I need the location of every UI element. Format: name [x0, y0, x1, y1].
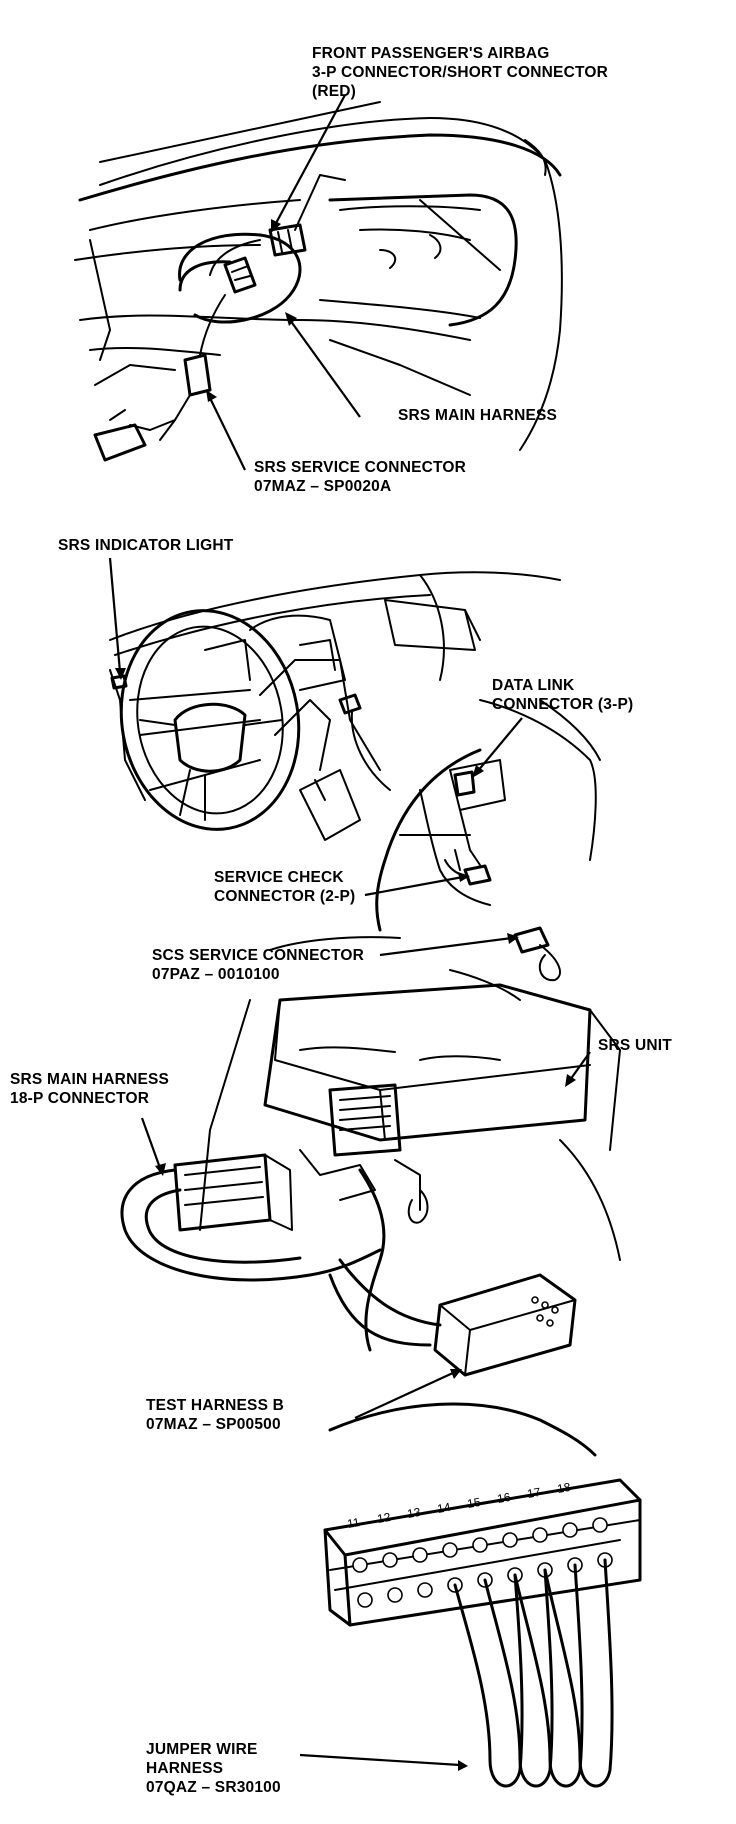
label-test-harness-b: TEST HARNESS B 07MAZ – SP00500 — [146, 1397, 285, 1433]
label-srs-service-connector: SRS SERVICE CONNECTOR 07MAZ – SP0020A — [254, 459, 467, 495]
pin-number: 18 — [556, 1480, 572, 1496]
header-pins — [352, 1517, 613, 1608]
pin-number: 17 — [526, 1485, 542, 1501]
pin-number: 13 — [406, 1505, 422, 1521]
label-srs-indicator-light: SRS INDICATOR LIGHT — [58, 537, 234, 554]
label-srs-main-harness-18p: SRS MAIN HARNESS 18-P CONNECTOR — [10, 1071, 170, 1107]
pin-number-row: 11 12 13 14 15 16 17 18 — [346, 1480, 572, 1531]
pin-number: 12 — [376, 1510, 392, 1526]
figure-srs-unit — [120, 936, 642, 1788]
pin-number: 16 — [496, 1490, 512, 1506]
figure-dashboard — [108, 557, 601, 982]
label-srs-main-harness: SRS MAIN HARNESS — [398, 407, 558, 424]
label-scs-service-connector: SCS SERVICE CONNECTOR 07PAZ – 0010100 — [152, 947, 365, 983]
label-passenger-airbag-connector: FRONT PASSENGER'S AIRBAG 3-P CONNECTOR/S… — [312, 45, 609, 100]
pin-number: 14 — [436, 1500, 452, 1516]
figure-airbag-area — [74, 94, 563, 471]
label-data-link-connector: DATA LINK CONNECTOR (3-P) — [492, 677, 634, 713]
pin-number: 15 — [466, 1495, 482, 1511]
label-service-check-connector: SERVICE CHECK CONNECTOR (2-P) — [214, 869, 356, 905]
label-srs-unit: SRS UNIT — [598, 1037, 672, 1054]
label-jumper-wire-harness: JUMPER WIRE HARNESS 07QAZ – SR30100 — [146, 1741, 281, 1796]
pin-number: 11 — [346, 1515, 361, 1531]
